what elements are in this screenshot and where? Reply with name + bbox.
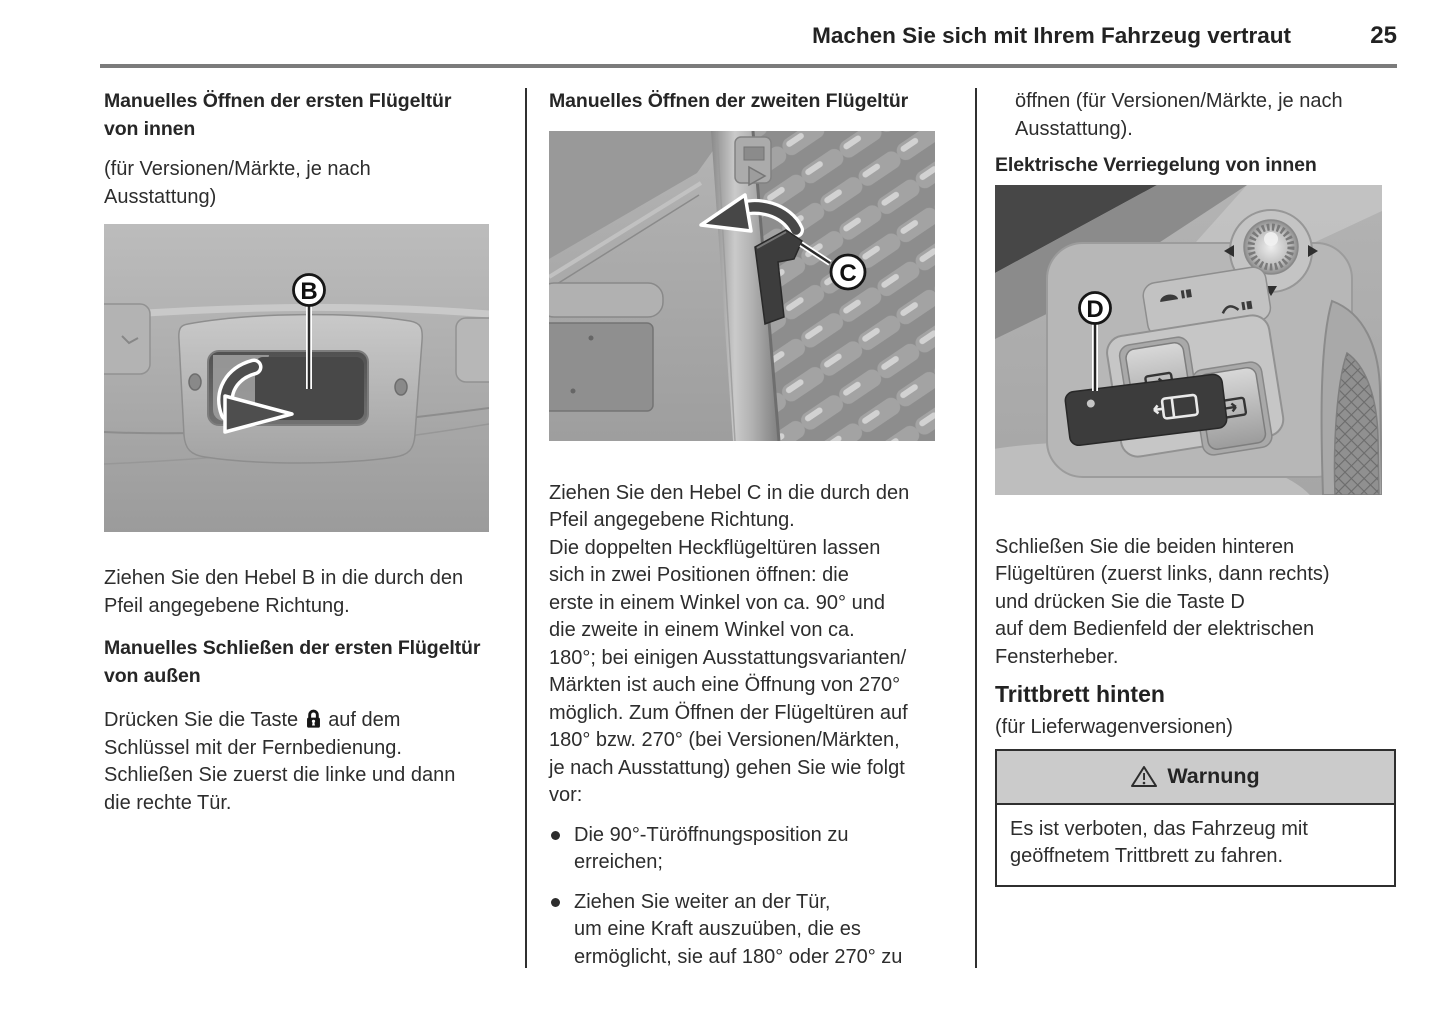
right-trim-detail (455, 317, 489, 383)
label-circle-c (829, 253, 867, 290)
heading-rear-step: Trittbrett hinten (995, 681, 1165, 707)
list-item-text: Ziehen Sie weiter an der Tür, um eine Kr… (574, 890, 903, 968)
lever-c (754, 228, 803, 325)
lamp-icon (1160, 293, 1179, 302)
column-divider-left (525, 88, 527, 968)
central-locking-button (1064, 373, 1228, 446)
page-number: 25 (1370, 22, 1397, 49)
para-pull-lever-c: Ziehen Sie den Hebel C in die durch den … (549, 481, 910, 807)
figure-label-b: B (300, 278, 317, 305)
column-second-door: Manuelles Öffnen der zweiten Flügeltür (549, 88, 969, 971)
label-circle-b (292, 273, 326, 307)
page-title: Machen Sie sich mit Ihrem Fahrzeug vertr… (812, 23, 1291, 48)
warning-title: Warnung (1167, 764, 1260, 788)
hinge-detail (734, 135, 772, 186)
warning-body: Es ist verboten, das Fahrzeug mit geöffn… (997, 804, 1394, 885)
list-item: Ziehen Sie weiter an der Tür, um eine Kr… (549, 889, 969, 972)
door-opening-steps: Die 90°-Türöffnungsposition zu erreichen… (549, 822, 969, 972)
door-lever-illustration: C (549, 130, 935, 441)
heading-close-first-door: Manuelles Schließen der ersten Flügeltür… (104, 637, 481, 687)
para-remote-close-before: Drücken Sie die Taste (104, 709, 299, 731)
figure-label-d: D (1086, 296, 1103, 323)
page-header: Machen Sie sich mit Ihrem Fahrzeug vertr… (100, 22, 1397, 50)
left-trim-detail (104, 303, 151, 375)
figure-second-door-lever: C (549, 130, 969, 441)
figure-label-c: C (839, 260, 856, 287)
para-remote-close-after: auf dem Schlüssel mit der Fernbedienung.… (104, 709, 456, 814)
screw-hole-left (188, 373, 202, 391)
van-doors-icon (1153, 393, 1199, 420)
door-handle-illustration: B (104, 224, 489, 532)
rotate-pull-arrow-icon (699, 192, 804, 238)
figure-power-window-panel: D (995, 184, 1400, 495)
reading-lamp-icon (1221, 304, 1240, 314)
para-pull-lever-b: Ziehen Sie den Hebel B in die durch den … (104, 567, 464, 617)
list-item-text: Die 90°-Türöffnungsposition zu erreichen… (574, 823, 849, 874)
callout-target-dot (1086, 399, 1095, 408)
para-continued-bullet: öffnen (für Versionen/Märkte, je nach Au… (1015, 90, 1343, 140)
interior-panel (549, 321, 654, 412)
figure-first-door-handle: B (104, 224, 522, 532)
rotate-pull-arrow-icon (217, 358, 294, 434)
window-panel-illustration: D (995, 184, 1382, 495)
note-van-versions: (für Lieferwagenversionen) (995, 716, 1233, 738)
heading-open-first-door: Manuelles Öffnen der ersten Flügeltür vo… (104, 90, 452, 140)
mirror-arrow-right-icon (1308, 244, 1318, 257)
note-versions-markets: (für Versionen/Märkte, je nach Ausstattu… (104, 158, 371, 208)
header-rule (100, 64, 1397, 68)
callout-b: B (292, 273, 326, 389)
callout-d: D (1078, 290, 1112, 391)
heading-open-second-door: Manuelles Öffnen der zweiten Flügeltür (549, 90, 909, 112)
warning-triangle-icon (1131, 766, 1158, 787)
column-electric-locking: öffnen (für Versionen/Märkte, je nach Au… (995, 88, 1400, 887)
warning-box: Warnung Es ist verboten, das Fahrzeug mi… (995, 748, 1396, 887)
label-circle-d (1078, 290, 1112, 325)
callout-c: C (799, 240, 867, 290)
mirror-arrow-left-icon (1224, 244, 1234, 257)
warning-header: Warnung (997, 750, 1394, 805)
para-close-doors: Schließen Sie die beiden hinteren Flügel… (995, 535, 1330, 668)
heading-electric-locking: Elektrische Verriegelung von innen (995, 154, 1317, 176)
column-first-door: Manuelles Öffnen der ersten Flügeltür vo… (104, 88, 522, 817)
lock-icon (307, 709, 321, 728)
interior-trim-bar (549, 281, 664, 318)
column-divider-right (975, 88, 977, 968)
screw-hole-right (394, 378, 408, 396)
list-item: Die 90°-Türöffnungsposition zu erreichen… (549, 822, 969, 877)
grab-handle (1320, 299, 1382, 495)
